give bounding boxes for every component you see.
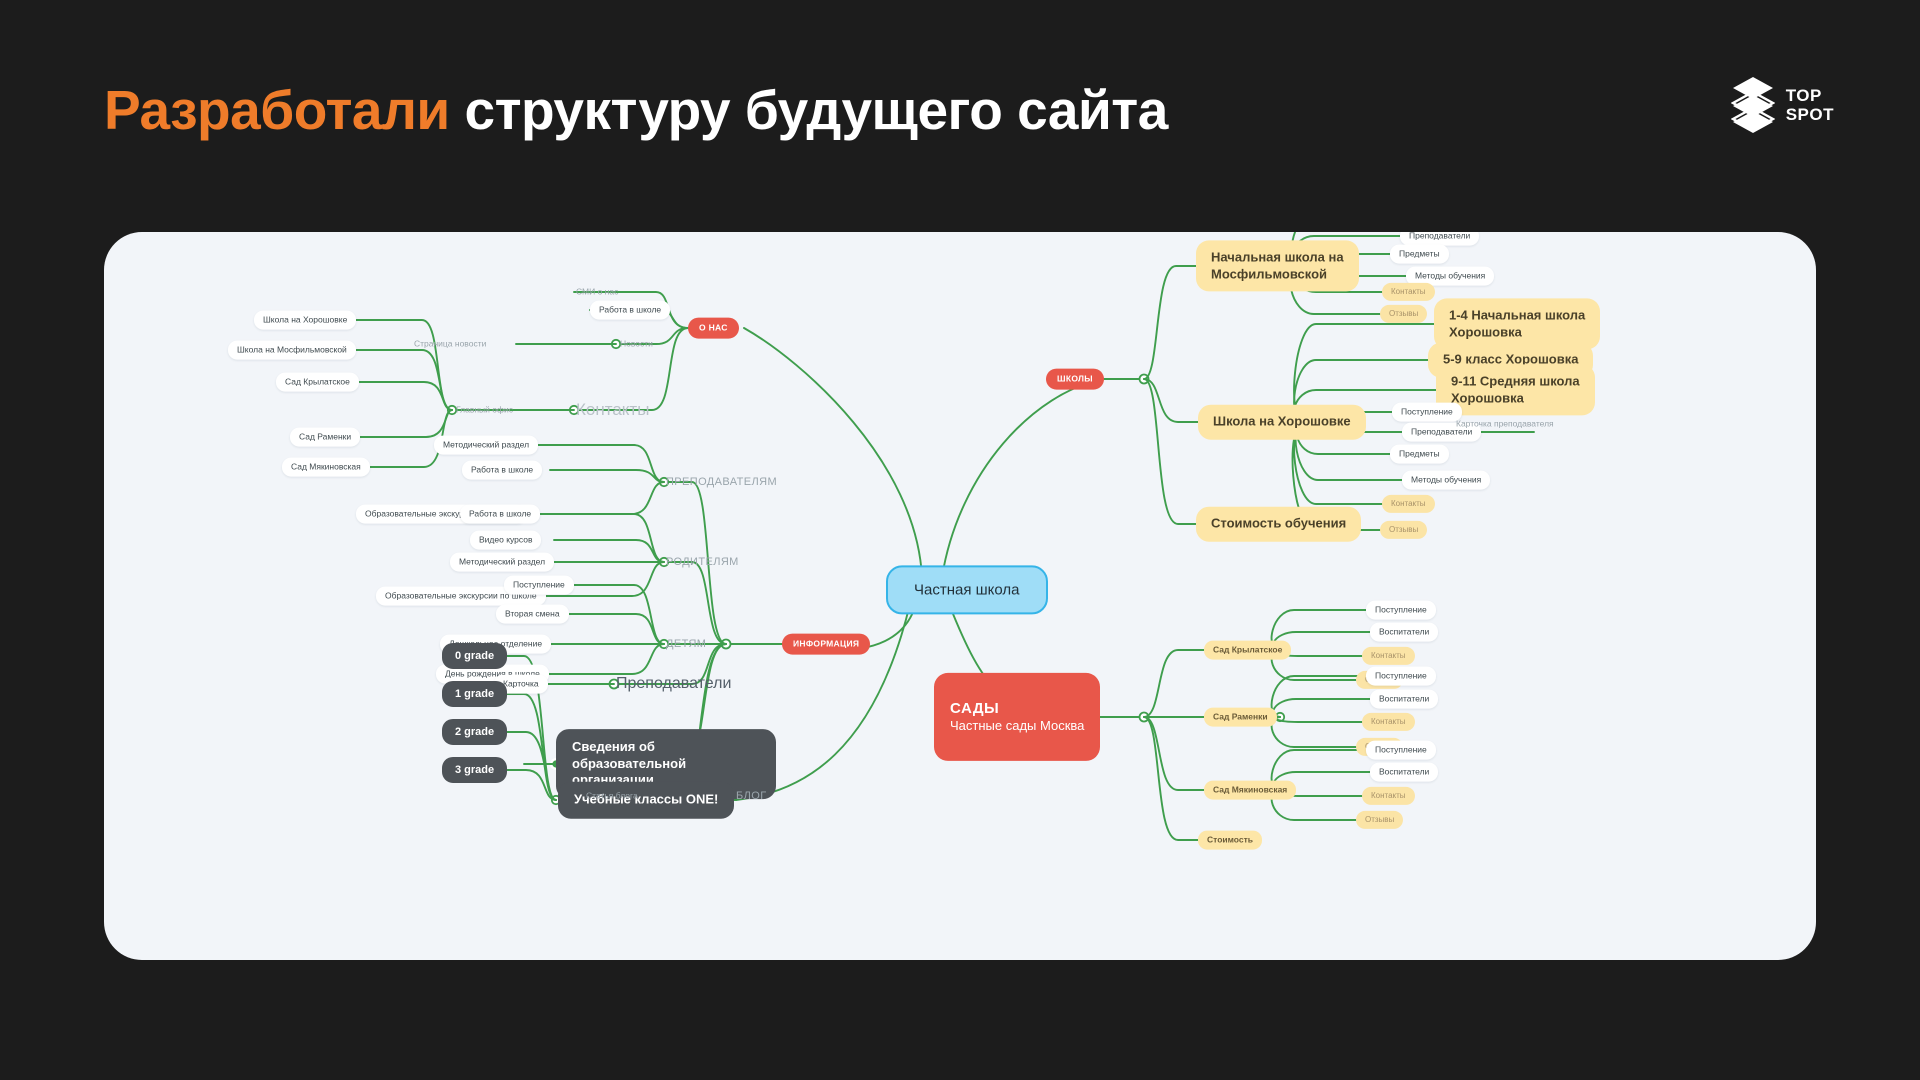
- node-uchebnye-klassy[interactable]: Учебные классы ONE!: [558, 781, 735, 819]
- branch-informaciya[interactable]: ИНФОРМАЦИЯ: [782, 633, 871, 655]
- node-ramenki-postuplenie[interactable]: Поступление: [1366, 666, 1436, 686]
- node-myakinovskaya-vospitateli[interactable]: Воспитатели: [1370, 762, 1439, 782]
- node-prepodavateli-info[interactable]: Преподаватели: [616, 674, 732, 692]
- node-kartochka-prepodavatelya[interactable]: Карточка преподавателя: [1456, 418, 1554, 429]
- node-sad-krylatskoe[interactable]: Сад Крылатское: [1204, 640, 1292, 660]
- node-kartochka[interactable]: Карточка: [494, 674, 548, 694]
- node-shkola-horoshevka[interactable]: Школа на Хорошовке: [1198, 404, 1366, 440]
- brand-logo: TOP SPOT: [1730, 75, 1834, 135]
- node-horoshevka-predmety[interactable]: Предметы: [1390, 444, 1449, 464]
- node-grade-2[interactable]: 2 grade: [442, 718, 508, 746]
- branch-sady[interactable]: САДЫ Частные сады Москва: [934, 672, 1101, 762]
- branch-shkoly-label: ШКОЛЫ: [1057, 373, 1093, 384]
- node-rabota-v-shkole-2[interactable]: Работа в школе: [460, 504, 541, 524]
- node-office-myakinovskaya[interactable]: Сад Мякиновская: [282, 457, 370, 477]
- node-mosfilm-otzyvy[interactable]: Отзывы: [1380, 304, 1428, 324]
- node-horoshevka-prepodavateli[interactable]: Преподаватели: [1402, 422, 1482, 442]
- node-smi-o-nas[interactable]: СМИ о нас: [576, 286, 619, 297]
- page-title: Разработали структуру будущего сайта: [104, 78, 1168, 142]
- node-statya-bloga[interactable]: Статья блога: [586, 790, 638, 801]
- branch-o-nas-label: О НАС: [699, 322, 728, 333]
- page-title-accent: Разработали: [104, 79, 450, 141]
- page-title-rest: структуру будущего сайта: [449, 79, 1168, 141]
- node-stranica-novosti[interactable]: Страница новости: [414, 338, 487, 349]
- mindmap-center-node: Частная школа: [886, 565, 1048, 615]
- center-node-label: Частная школа: [914, 581, 1020, 599]
- group-prepodavatelyam[interactable]: ПРЕПОДАВАТЕЛЯМ: [666, 475, 778, 488]
- node-mosfilm-kontakty[interactable]: Контакты: [1382, 282, 1435, 302]
- node-rabota-v-shkole-onas[interactable]: Работа в школе: [590, 300, 671, 320]
- node-mosfilm-predmety[interactable]: Предметы: [1390, 244, 1449, 264]
- node-krylatskoe-postuplenie[interactable]: Поступление: [1366, 600, 1436, 620]
- group-roditelyam[interactable]: РОДИТЕЛЯМ: [666, 555, 739, 568]
- stacked-layers-icon: [1730, 77, 1775, 133]
- node-grade-1[interactable]: 1 grade: [442, 680, 508, 708]
- node-video-kursov[interactable]: Видео курсов: [470, 530, 542, 550]
- node-grade-3[interactable]: 3 grade: [442, 756, 508, 784]
- node-horoshevka-1-4[interactable]: 1-4 Начальная школа Хорошовка: [1434, 298, 1601, 350]
- node-glavny-ofis[interactable]: Главный офис: [456, 404, 513, 415]
- node-ramenki-vospitateli[interactable]: Воспитатели: [1370, 689, 1439, 709]
- node-postuplenie-detyam[interactable]: Поступление: [504, 575, 574, 595]
- node-horoshevka-metody[interactable]: Методы обучения: [1402, 470, 1491, 490]
- logo-line-1: TOP: [1785, 85, 1822, 105]
- node-vtoraya-smena[interactable]: Вторая смена: [496, 604, 569, 624]
- node-kontakty[interactable]: Контакты: [576, 400, 650, 420]
- node-horoshevka-9-11[interactable]: 9-11 Средняя школа Хорошовка: [1436, 364, 1595, 416]
- logo-line-2: SPOT: [1785, 105, 1834, 124]
- group-detyam[interactable]: ДЕТЯМ: [666, 637, 707, 650]
- branch-shkoly[interactable]: ШКОЛЫ: [1046, 368, 1104, 390]
- node-ekskursii-2[interactable]: Образовательные экскурсии по школе: [376, 586, 546, 606]
- node-sad-ramenki[interactable]: Сад Раменки: [1204, 707, 1277, 727]
- node-office-krylatskoe[interactable]: Сад Крылатское: [276, 372, 359, 392]
- node-office-mosfilmovskaya[interactable]: Школа на Мосфильмовской: [228, 340, 356, 360]
- node-sady-stoimost[interactable]: Стоимость: [1198, 830, 1262, 850]
- node-office-horoshevka[interactable]: Школа на Хорошовке: [254, 310, 357, 330]
- node-mosfilm-metody[interactable]: Методы обучения: [1406, 266, 1495, 286]
- mindmap-canvas[interactable]: Частная школа О НАС СМИ о нас Работа в ш…: [104, 232, 1816, 960]
- node-grade-0[interactable]: 0 grade: [442, 642, 508, 670]
- node-horoshevka-otzyvy[interactable]: Отзывы: [1380, 520, 1428, 540]
- node-myakinovskaya-kontakty[interactable]: Контакты: [1362, 786, 1415, 806]
- node-rabota-v-shkole-1[interactable]: Работа в школе: [462, 460, 543, 480]
- node-krylatskoe-vospitateli[interactable]: Воспитатели: [1370, 622, 1439, 642]
- node-ramenki-kontakty[interactable]: Контакты: [1362, 712, 1415, 732]
- logo-wordmark: TOP SPOT: [1786, 86, 1834, 124]
- node-myakinovskaya-otzyvy[interactable]: Отзывы: [1356, 810, 1404, 830]
- node-metodichesky-razdel-1[interactable]: Методический раздел: [434, 435, 539, 455]
- branch-o-nas[interactable]: О НАС: [688, 317, 739, 339]
- node-myakinovskaya-postuplenie[interactable]: Поступление: [1366, 740, 1436, 760]
- node-horoshevka-postuplenie[interactable]: Поступление: [1392, 402, 1462, 422]
- branch-sady-sublabel: Частные сады Москва: [950, 718, 1085, 734]
- branch-sady-label: САДЫ: [950, 699, 1000, 717]
- node-novosti[interactable]: Новости: [620, 338, 653, 349]
- node-metodichesky-razdel-2[interactable]: Методический раздел: [450, 552, 555, 572]
- node-sad-myakinovskaya[interactable]: Сад Мякиновская: [1204, 780, 1297, 800]
- branch-blog[interactable]: БЛОГ: [736, 789, 767, 802]
- node-office-ramenki[interactable]: Сад Раменки: [290, 427, 361, 447]
- branch-informaciya-label: ИНФОРМАЦИЯ: [793, 638, 860, 649]
- node-stoimost-obucheniya[interactable]: Стоимость обучения: [1196, 506, 1362, 542]
- node-horoshevka-kontakty[interactable]: Контакты: [1382, 494, 1435, 514]
- node-shkola-mosfilmovskaya[interactable]: Начальная школа на Мосфильмовской: [1196, 240, 1359, 292]
- node-krylatskoe-kontakty[interactable]: Контакты: [1362, 646, 1415, 666]
- node-mosfilm-prepodavateli[interactable]: Преподаватели: [1400, 232, 1480, 246]
